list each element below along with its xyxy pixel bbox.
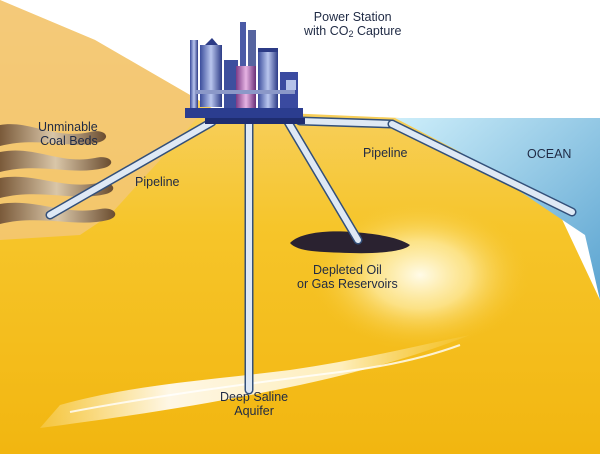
- coal-beds-label-line1: Unminable: [38, 120, 98, 134]
- depleted-label-line2: or Gas Reservoirs: [297, 277, 398, 291]
- depleted-label-line1: Depleted Oil: [312, 263, 382, 277]
- platform: [185, 108, 303, 118]
- power-station-label: Power Station with CO2 Capture: [304, 10, 401, 41]
- depleted-reservoir: [290, 231, 410, 254]
- coal-beds-label: Unminable Coal Beds: [38, 120, 98, 148]
- aquifer-label: Deep Saline Aquifer: [220, 390, 288, 418]
- co2-subscript: 2: [348, 29, 354, 39]
- aquifer-label-line1: Deep Saline: [220, 390, 289, 404]
- ocean-label: OCEAN: [527, 147, 572, 161]
- power-station-label-line2: with CO2 Capture: [304, 24, 401, 41]
- power-station: [190, 22, 298, 114]
- depleted-reservoirs-label: Depleted Oil or Gas Reservoirs: [297, 263, 398, 291]
- power-station-label-line1: Power Station: [313, 10, 392, 24]
- pipeline-left-label: Pipeline: [135, 175, 180, 189]
- aquifer-layer: [40, 335, 470, 428]
- coal-beds-label-line2: Coal Beds: [40, 134, 98, 148]
- power-station-label-prefix: with CO: [304, 24, 349, 38]
- hill: [0, 0, 200, 240]
- ocean: [395, 118, 600, 300]
- pipelines: [45, 116, 577, 395]
- pipeline-right-label: Pipeline: [363, 146, 408, 160]
- aquifer-label-line2: Aquifer: [234, 404, 274, 418]
- power-station-label-suffix: Capture: [353, 24, 402, 38]
